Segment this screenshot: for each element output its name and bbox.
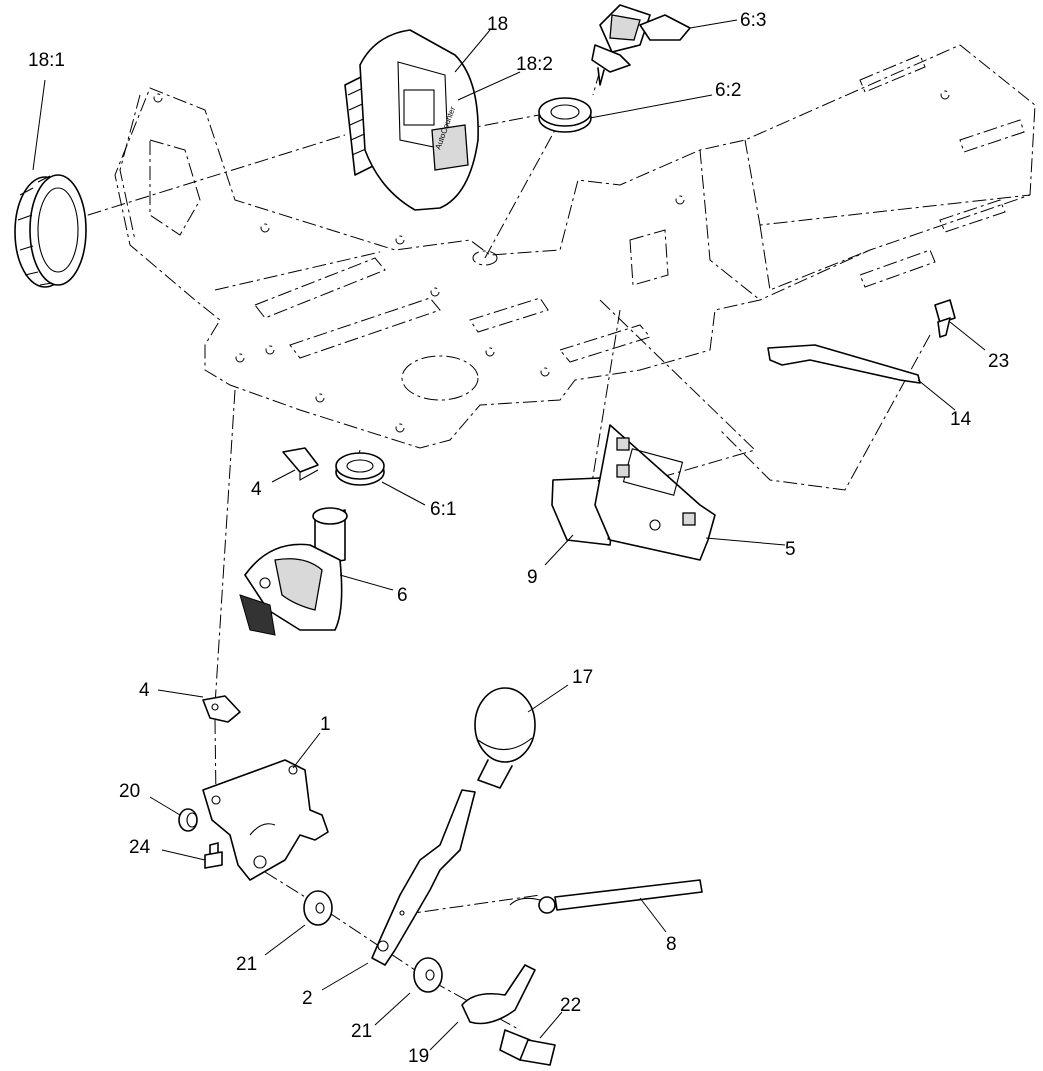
part-20-grommet bbox=[178, 808, 198, 832]
callout-21-right: 21 bbox=[351, 1021, 372, 1042]
part-4-clip-upper bbox=[282, 447, 319, 481]
callout-22: 22 bbox=[560, 995, 581, 1016]
callout-17: 17 bbox=[572, 667, 593, 688]
part-18-hour-meter: AutoCounter bbox=[344, 29, 479, 211]
part-6-ignition-switch bbox=[239, 507, 348, 636]
callout-6-2: 6:2 bbox=[715, 80, 741, 101]
callout-21-left: 21 bbox=[236, 954, 257, 975]
callout-14: 14 bbox=[950, 409, 972, 430]
part-21-washer-b bbox=[413, 957, 443, 993]
callout-6-1: 6:1 bbox=[430, 499, 456, 520]
callout-18-1: 18:1 bbox=[28, 50, 65, 71]
mounting-plate bbox=[114, 44, 1036, 449]
part-19-spring-clip bbox=[461, 964, 536, 1025]
part-22-bolt bbox=[499, 1029, 556, 1066]
callout-23: 23 bbox=[988, 351, 1009, 372]
callout-19: 19 bbox=[408, 1046, 429, 1067]
callout-6-3: 6:3 bbox=[740, 10, 766, 31]
part-2-shift-lever bbox=[371, 789, 476, 966]
part-1-mount-bracket bbox=[202, 759, 329, 881]
part-24-screw bbox=[204, 842, 223, 869]
callout-20: 20 bbox=[119, 781, 140, 802]
callout-24: 24 bbox=[129, 837, 151, 858]
callout-5: 5 bbox=[785, 539, 796, 560]
callout-labels: 18:1 18 18:2 6:3 6:2 23 14 4 6:1 5 9 6 4… bbox=[28, 10, 1009, 1067]
part-6-2-nut bbox=[538, 97, 592, 133]
callout-8: 8 bbox=[666, 934, 677, 955]
part-6-1-nut bbox=[335, 452, 385, 486]
part-17-lever-knob bbox=[474, 687, 536, 789]
callout-1: 1 bbox=[320, 714, 331, 735]
callout-9: 9 bbox=[527, 567, 538, 588]
callout-6: 6 bbox=[397, 585, 408, 606]
callout-2: 2 bbox=[302, 988, 313, 1009]
callout-4-lower: 4 bbox=[139, 680, 150, 701]
part-5-decal-plate bbox=[594, 424, 716, 561]
callout-18: 18 bbox=[487, 14, 508, 35]
part-8-cable bbox=[509, 879, 703, 914]
alignment-lines bbox=[39, 69, 931, 1031]
part-4-clip-lower bbox=[202, 695, 241, 723]
part-14-bracket bbox=[767, 344, 921, 384]
part-6-3-ignition-key bbox=[591, 4, 691, 86]
part-23-bolt bbox=[934, 299, 956, 338]
callout-4-upper: 4 bbox=[251, 479, 262, 500]
part-18-1-lock-ring bbox=[14, 174, 87, 288]
leader-lines bbox=[32, 19, 986, 1051]
callout-18-2: 18:2 bbox=[516, 54, 553, 75]
part-21-washer-a bbox=[303, 890, 333, 926]
